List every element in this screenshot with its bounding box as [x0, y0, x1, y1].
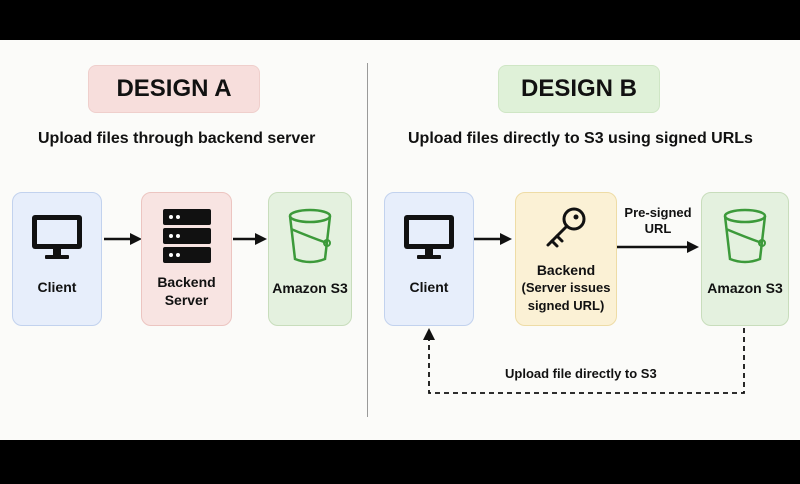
- design-a-s3-label: Amazon S3: [272, 280, 348, 296]
- arrow-client-to-backend-b: [474, 231, 514, 252]
- design-b-client-label: Client: [409, 279, 449, 295]
- presigned-url-label: Pre-signed URL: [622, 205, 694, 237]
- bucket-icon: [288, 208, 332, 264]
- arrow-client-to-backend-a: [104, 231, 144, 252]
- design-b-subtitle: Upload files directly to S3 using signed…: [408, 130, 753, 147]
- arrow-backend-to-s3-b: [617, 239, 701, 260]
- key-icon: [546, 207, 586, 248]
- presigned-url-label-line2: URL: [644, 221, 672, 236]
- design-a-title: DESIGN A: [88, 65, 260, 113]
- diagram-canvas: DESIGN A Upload files through backend se…: [0, 40, 800, 440]
- design-b-s3-node: Amazon S3: [701, 192, 789, 326]
- bucket-icon: [723, 208, 767, 264]
- design-b-s3-label: Amazon S3: [707, 280, 783, 296]
- design-b-backend-label-line3: signed URL): [527, 298, 605, 313]
- design-a-backend-label-line1: Backend: [157, 274, 216, 290]
- section-divider: [367, 63, 368, 417]
- arrow-backend-to-s3-a: [233, 231, 269, 252]
- design-b-backend-label-line2: (Server issues: [521, 280, 611, 295]
- server-icon: [162, 209, 211, 263]
- monitor-icon: [32, 215, 82, 259]
- upload-direct-label: Upload file directly to S3: [505, 366, 657, 381]
- design-b-client-node: Client: [384, 192, 474, 326]
- design-b-backend-node: Backend (Server issues signed URL): [515, 192, 617, 326]
- design-b-backend-label-line1: Backend: [536, 262, 596, 278]
- design-a-s3-node: Amazon S3: [268, 192, 352, 326]
- design-a-subtitle: Upload files through backend server: [38, 130, 316, 147]
- design-a-client-label: Client: [37, 279, 77, 295]
- design-a-backend-label-line2: Server: [164, 292, 209, 308]
- design-b-title: DESIGN B: [498, 65, 660, 113]
- presigned-url-label-line1: Pre-signed: [624, 205, 692, 220]
- design-a-backend-node: Backend Server: [141, 192, 232, 326]
- design-a-client-node: Client: [12, 192, 102, 326]
- monitor-icon: [404, 215, 454, 259]
